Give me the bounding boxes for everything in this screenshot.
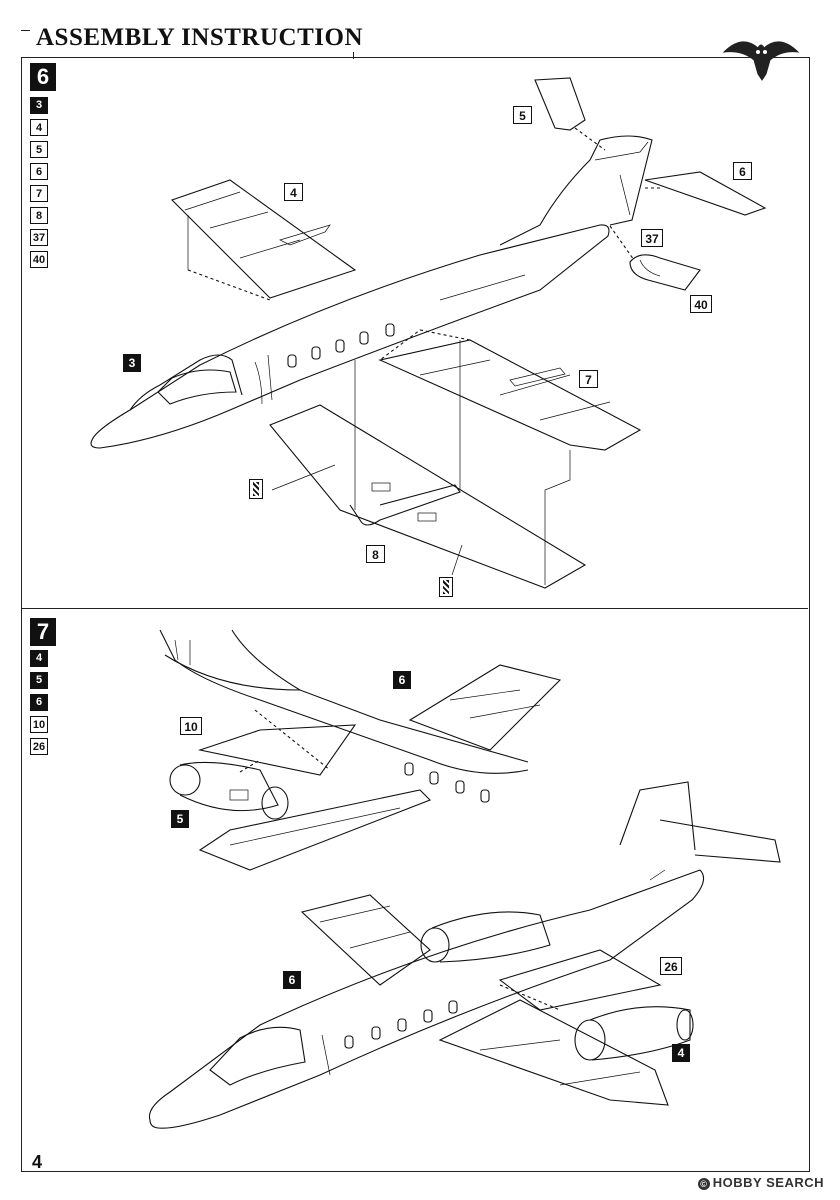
ref-item: 5 — [30, 672, 48, 689]
callout-part-5: 5 — [171, 810, 189, 828]
callout-part-4: 4 — [672, 1044, 690, 1062]
callout-part-4: 4 — [284, 183, 303, 201]
callout-part-40: 40 — [690, 295, 712, 313]
ref-item: 10 — [30, 716, 48, 733]
ref-item: 7 — [30, 185, 48, 202]
step-7-upper-windows — [404, 762, 490, 803]
step-7-lower-windows — [344, 1000, 458, 1049]
step-number-6: 6 — [30, 63, 56, 91]
watermark-text: HOBBY SEARCH — [712, 1175, 824, 1190]
step-6-belly-panel — [269, 340, 587, 589]
callout-part-37: 37 — [641, 229, 663, 247]
callout-part-8: 8 — [366, 545, 385, 563]
callout-part-3: 3 — [123, 354, 141, 372]
ref-item: 3 — [30, 97, 48, 114]
step-number-7: 7 — [30, 618, 56, 646]
ref-item: 8 — [30, 207, 48, 224]
step-6-right-wing — [378, 329, 642, 451]
callout-part-6: 6 — [733, 162, 752, 180]
callout-part-6: 6 — [393, 671, 411, 689]
step-6-tail-parts — [534, 77, 767, 291]
step-7-ref-list: 4 5 6 10 26 — [30, 650, 48, 760]
step-6-fuselage — [90, 135, 653, 449]
step-6-windows — [287, 323, 395, 368]
copyright-icon: © — [697, 1178, 710, 1190]
step-7-lower-engines — [420, 911, 694, 1061]
step-6-ref-list: 3 4 5 6 7 8 37 40 — [30, 97, 48, 273]
callout-part-10: 10 — [180, 717, 202, 735]
ref-item: 4 — [30, 119, 48, 136]
step-divider — [21, 608, 808, 609]
ref-item: 5 — [30, 141, 48, 158]
ref-item: 6 — [30, 694, 48, 711]
callout-part-5: 5 — [513, 106, 532, 124]
step-7-lower-wings — [300, 894, 669, 1106]
page-number: 4 — [32, 1152, 43, 1172]
step-7-lower-fuselage — [148, 781, 781, 1129]
step-7-upper-wings — [198, 664, 562, 871]
ref-item: 40 — [30, 251, 48, 268]
callout-part-7: 7 — [579, 370, 598, 388]
callout-part-6: 6 — [283, 971, 301, 989]
glue-tube-icon — [249, 479, 263, 499]
page-title: ASSEMBLY INSTRUCTION — [30, 24, 369, 52]
ref-item: 26 — [30, 738, 48, 755]
glue-tube-icon — [439, 577, 453, 597]
ref-item: 37 — [30, 229, 48, 246]
step-7-upper-fuselage — [159, 629, 529, 774]
owl-logo-icon — [722, 41, 800, 81]
callout-part-26: 26 — [660, 957, 682, 975]
step-7-upper-engine — [169, 709, 357, 820]
instruction-frame — [21, 57, 810, 1172]
step-6-leader-lines — [271, 464, 463, 576]
ref-item: 6 — [30, 163, 48, 180]
step-6-left-wing — [170, 179, 357, 301]
watermark: ©HOBBY SEARCH — [697, 1175, 824, 1190]
ref-item: 4 — [30, 650, 48, 667]
